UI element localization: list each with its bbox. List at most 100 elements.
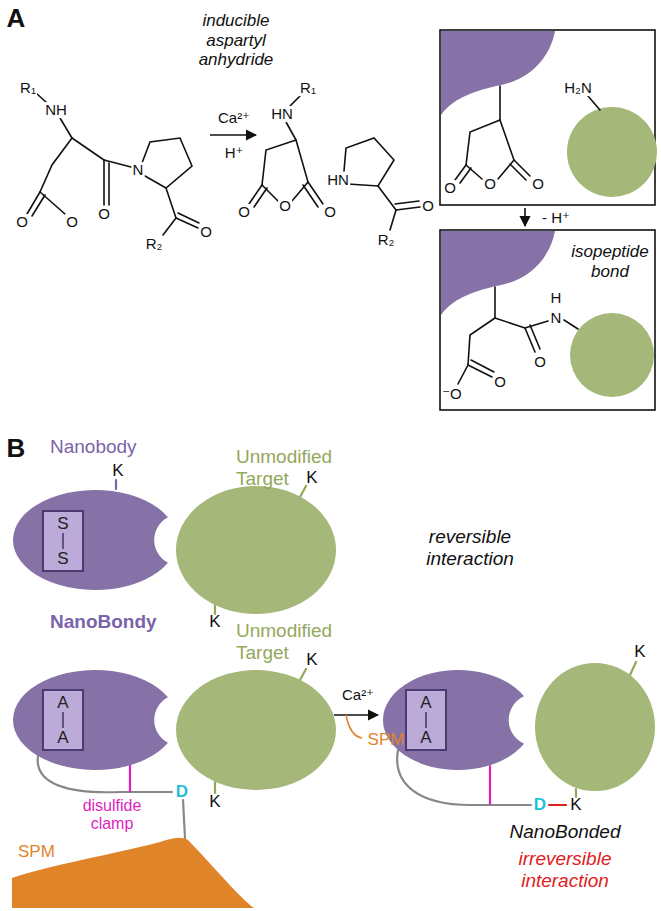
- anhydride-structure-part: [249, 185, 262, 204]
- target-shape: Unmodified Target: [176, 670, 336, 790]
- nanobonded-illustration-part: [383, 670, 524, 770]
- box-structures-part: [468, 318, 495, 365]
- atom-label: O: [533, 354, 547, 370]
- domain-box-fill: [43, 511, 83, 571]
- step-arrow: [524, 208, 526, 226]
- atom-label: O: [97, 206, 111, 222]
- domain-letter: S: [57, 550, 68, 567]
- release-arrow-part: [346, 715, 362, 738]
- atom-label: NH: [44, 102, 68, 118]
- anhydride-structure-part: [290, 96, 300, 106]
- inset-boxes-part: [570, 313, 654, 397]
- residue-label: K: [570, 795, 581, 815]
- annotation: D: [176, 782, 188, 802]
- target-shape-fill: [176, 670, 336, 790]
- anhydride-structure: [249, 96, 323, 207]
- pair-bond: [62, 712, 64, 728]
- atom-label: R₂: [145, 236, 164, 252]
- atom-label: O: [483, 176, 497, 192]
- atom-label: O: [15, 214, 29, 230]
- anhydride-structure-part: [262, 140, 296, 185]
- asp-pro-structure-part: [176, 218, 198, 228]
- asp-pro-structure-part: [32, 195, 45, 216]
- anhydride-structure-part: [308, 182, 323, 204]
- linkers-part: [129, 765, 131, 791]
- target-shape-outline: [176, 670, 336, 790]
- domain-letter: A: [57, 729, 68, 746]
- inset-boxes-part: [440, 230, 655, 410]
- annotation: isopeptide bond: [565, 242, 655, 281]
- annotation: disulfide clamp: [72, 797, 152, 832]
- atom-label: Ca²⁺: [217, 110, 251, 126]
- nanobody-shape-outline: [13, 490, 177, 590]
- proline-structure-part: [390, 210, 396, 230]
- release-arrow-part: [334, 714, 378, 716]
- domain-box-outline: [405, 689, 447, 751]
- inset-boxes: [440, 30, 657, 410]
- inset-boxes-part: [567, 107, 657, 197]
- lysine-sticks-part: [575, 789, 577, 797]
- residue-label: K: [306, 650, 317, 670]
- residue-label: K: [634, 642, 645, 662]
- anhydride-structure-part: [286, 122, 296, 140]
- box-structures-part: [460, 168, 471, 183]
- annotation: SPM: [368, 730, 405, 750]
- target-shape-fill: [176, 486, 336, 614]
- domain-box-outline: [42, 689, 84, 751]
- domain-box-outline: [42, 510, 84, 572]
- atom-label: R₁: [19, 80, 37, 96]
- asp-pro-structure-part: [108, 163, 110, 205]
- proline-structure-part: [395, 201, 419, 204]
- lysine-sticks-part: [300, 486, 306, 497]
- domain-box-fill: [406, 690, 446, 750]
- domain-letter: A: [57, 694, 68, 711]
- atom-label: Ca²⁺: [341, 687, 375, 703]
- proline-structure-part: [378, 186, 396, 210]
- atom-label: O: [323, 204, 337, 220]
- box-structures-part: [564, 320, 578, 329]
- domain-letter: A: [420, 694, 431, 711]
- pair-bond: [62, 533, 64, 549]
- domain-box-fill: [43, 690, 83, 750]
- atom-label: ⁻O: [441, 386, 463, 402]
- asp-pro-structure-part: [40, 192, 65, 214]
- asp-pro-structure-part: [40, 138, 72, 192]
- reaction-arrow-part: [210, 134, 256, 136]
- atom-label: H: [550, 290, 563, 306]
- atom-label: R₁: [299, 80, 317, 96]
- atom-label: O: [531, 176, 545, 192]
- domain-box: AA: [42, 689, 84, 751]
- lysine-sticks-part: [214, 782, 216, 793]
- domain-letter: S: [57, 515, 68, 532]
- atom-label: O: [278, 198, 292, 214]
- atom-label: HN: [326, 172, 350, 188]
- box-structures-part: [466, 120, 500, 165]
- atom-label: HN: [270, 106, 294, 122]
- annotation: reversible interaction: [390, 526, 550, 570]
- residue-label: K: [209, 792, 220, 812]
- box-structures-part: [468, 365, 492, 377]
- anhydride-structure-part: [254, 188, 267, 207]
- spm-blob: SPM: [10, 820, 256, 908]
- nanobody-shape-fill: [13, 490, 168, 590]
- target-shape: Unmodified Target: [176, 486, 336, 614]
- proline-structure: [344, 138, 420, 230]
- box-structures-part: [458, 365, 468, 384]
- linkers-part: [549, 804, 566, 806]
- atom-label: O: [199, 224, 213, 240]
- linkers-part: [489, 766, 491, 804]
- spm-blob-fill: [12, 838, 254, 908]
- residue-label: K: [306, 468, 317, 488]
- box-structures-part: [510, 164, 526, 180]
- box-structures-part: [525, 321, 548, 328]
- asp-pro-structure-part: [60, 118, 72, 138]
- linkers-part: [38, 756, 172, 792]
- box-structures-part: [514, 160, 530, 176]
- panel-letter: B: [7, 433, 26, 464]
- atom-label: O: [65, 214, 79, 230]
- anhydride-structure-part: [303, 185, 318, 207]
- node-title: Unmodified Target: [236, 446, 344, 490]
- asp-pro-structure-part: [36, 93, 47, 103]
